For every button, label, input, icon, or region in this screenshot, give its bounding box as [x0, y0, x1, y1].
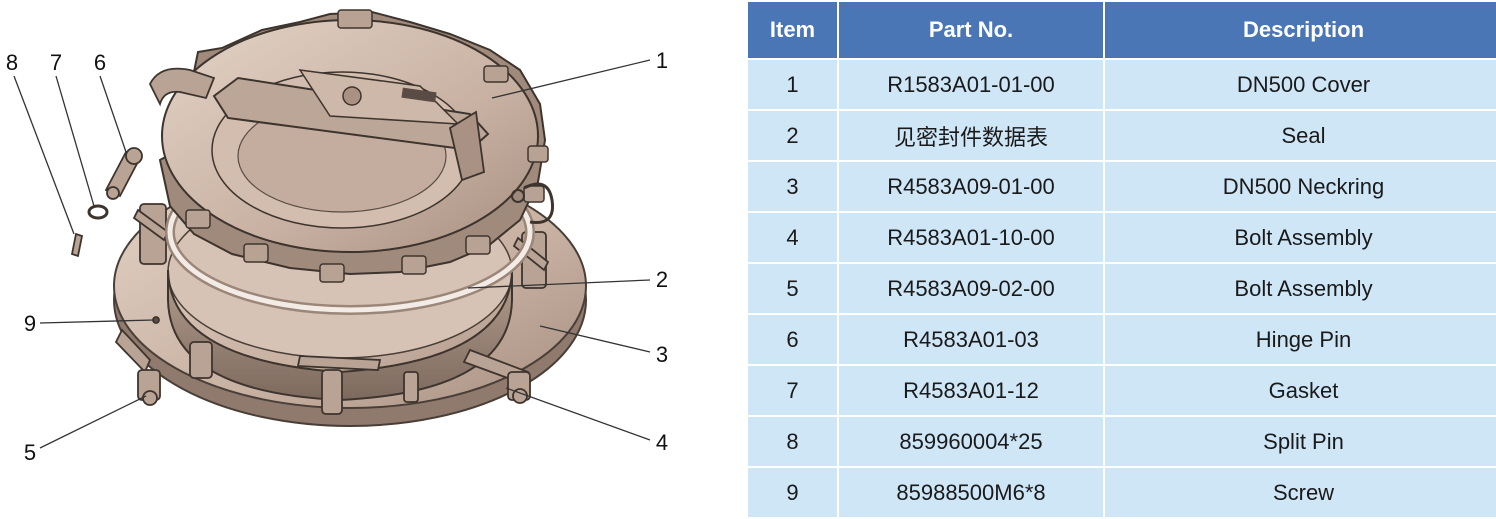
cell-description: Seal [1103, 109, 1496, 162]
table-row: 7 R4583A01-12 Gasket [746, 364, 1496, 417]
cell-description: Screw [1103, 466, 1496, 519]
cell-item: 1 [746, 58, 839, 111]
callout-1: 1 [656, 48, 668, 73]
header-part-no: Part No. [837, 0, 1105, 60]
cell-part-no: 见密封件数据表 [837, 109, 1105, 162]
cell-item: 9 [746, 466, 839, 519]
table-row: 3 R4583A09-01-00 DN500 Neckring [746, 160, 1496, 213]
callout-7: 7 [50, 50, 62, 75]
cell-part-no: R4583A01-12 [837, 364, 1105, 417]
cell-description: Hinge Pin [1103, 313, 1496, 366]
header-item: Item [746, 0, 839, 60]
parts-list-table: Item Part No. Description 1 R1583A01-01-… [746, 0, 1496, 519]
cell-item: 7 [746, 364, 839, 417]
table-row: 9 85988500M6*8 Screw [746, 466, 1496, 519]
cell-part-no: R4583A09-02-00 [837, 262, 1105, 315]
cell-part-no: R4583A09-01-00 [837, 160, 1105, 213]
cell-part-no: 859960004*25 [837, 415, 1105, 468]
cell-description: Gasket [1103, 364, 1496, 417]
table-row: 1 R1583A01-01-00 DN500 Cover [746, 58, 1496, 111]
table-row: 2 见密封件数据表 Seal [746, 109, 1496, 162]
callout-8: 8 [6, 50, 18, 75]
cell-description: DN500 Neckring [1103, 160, 1496, 213]
loose-parts [70, 147, 143, 258]
table-header-row: Item Part No. Description [746, 0, 1496, 60]
header-description: Description [1103, 0, 1496, 60]
callout-5: 5 [24, 440, 36, 465]
cell-part-no: R4583A01-10-00 [837, 211, 1105, 264]
callout-4: 4 [656, 430, 668, 455]
leader-lines [13, 59, 651, 449]
cell-description: Split Pin [1103, 415, 1496, 468]
cell-description: DN500 Cover [1103, 58, 1496, 111]
table-row: 8 859960004*25 Split Pin [746, 415, 1496, 468]
cell-description: Bolt Assembly [1103, 262, 1496, 315]
cell-part-no: R4583A01-03 [837, 313, 1105, 366]
table-row: 4 R4583A01-10-00 Bolt Assembly [746, 211, 1496, 264]
cell-part-no: R1583A01-01-00 [837, 58, 1105, 111]
callout-3: 3 [656, 342, 668, 367]
cell-item: 3 [746, 160, 839, 213]
table-row: 6 R4583A01-03 Hinge Pin [746, 313, 1496, 366]
cell-item: 6 [746, 313, 839, 366]
cover [148, 9, 555, 283]
table-row: 5 R4583A09-02-00 Bolt Assembly [746, 262, 1496, 315]
exploded-assembly-diagram: 1 2 3 4 5 6 7 8 9 [6, 9, 668, 465]
cell-part-no: 85988500M6*8 [837, 466, 1105, 519]
cell-item: 8 [746, 415, 839, 468]
cell-item: 5 [746, 262, 839, 315]
cell-description: Bolt Assembly [1103, 211, 1496, 264]
cell-item: 4 [746, 211, 839, 264]
callout-6: 6 [94, 50, 106, 75]
cell-item: 2 [746, 109, 839, 162]
callout-9: 9 [24, 311, 36, 336]
callout-2: 2 [656, 267, 668, 292]
